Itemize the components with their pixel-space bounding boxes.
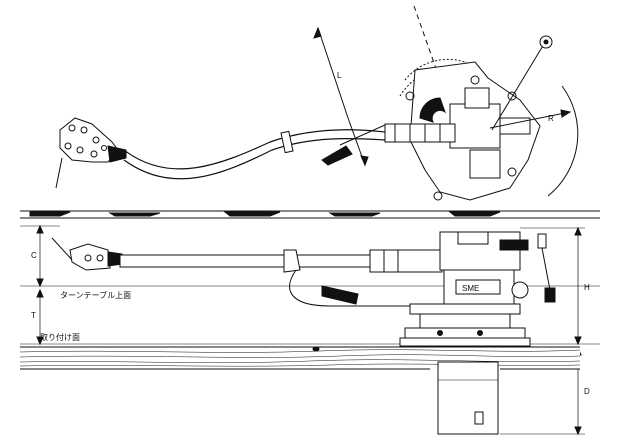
dim-T-label: T bbox=[31, 311, 36, 320]
dimension-H: H bbox=[520, 226, 590, 346]
side-view: ターンテーブル上面 取り付け面 C T H bbox=[19, 224, 600, 436]
dim-R-label: R bbox=[548, 114, 554, 123]
top-headshell bbox=[55, 117, 127, 189]
side-pivot-housing: SME bbox=[399, 231, 556, 347]
top-view: L bbox=[55, 5, 579, 201]
top-pivot-assembly bbox=[384, 35, 553, 201]
dimension-L: L bbox=[313, 26, 369, 167]
mounting-surface-label: 取り付け面 bbox=[40, 332, 80, 342]
nameplate-text: SME bbox=[462, 284, 479, 293]
top-lift-handle bbox=[321, 124, 386, 166]
dim-H-label: H bbox=[584, 283, 590, 292]
dim-C-label: C bbox=[31, 251, 37, 260]
turntable-surface-label: ターンテーブル上面 bbox=[60, 290, 131, 300]
dimension-C: C bbox=[31, 224, 44, 288]
dimension-T: T bbox=[31, 288, 44, 346]
top-arm-tube bbox=[123, 129, 386, 180]
side-headshell bbox=[51, 237, 123, 271]
side-lift-lever bbox=[289, 269, 410, 307]
dim-L-label: L bbox=[337, 71, 342, 80]
dim-D-label: D bbox=[584, 387, 590, 396]
side-arm-tube bbox=[119, 249, 443, 273]
under-board-housing bbox=[437, 361, 499, 435]
dimension-R: R bbox=[489, 85, 579, 197]
turntable-platter-edge bbox=[20, 210, 600, 219]
